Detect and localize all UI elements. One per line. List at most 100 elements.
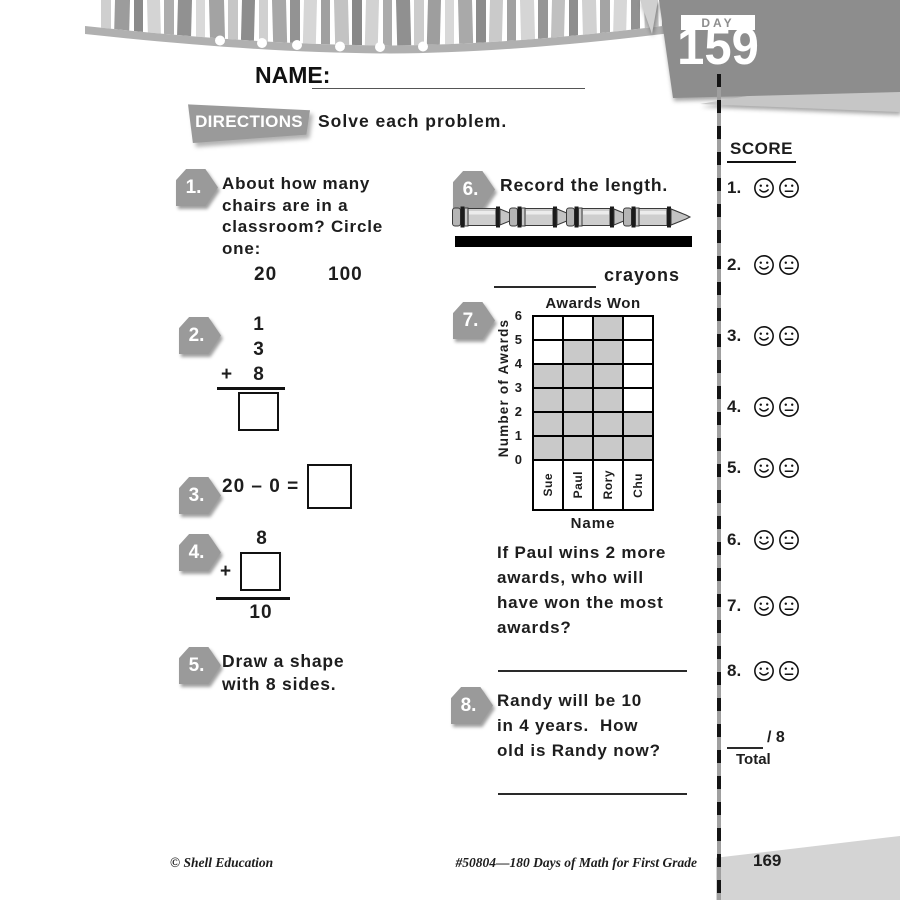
y-tick: 1 — [514, 428, 522, 443]
awards-grid — [532, 315, 654, 461]
problem-2-badge: 2. — [179, 317, 221, 354]
score-row-8: 8. — [727, 660, 800, 682]
happy-face-icon[interactable] — [753, 254, 775, 276]
problem-6-badge: 6. — [453, 171, 495, 208]
problem-3-answer-box[interactable] — [307, 464, 352, 509]
score-row-2: 2. — [727, 254, 800, 276]
directions-text: Solve each problem. — [318, 111, 508, 131]
neutral-face-icon[interactable] — [778, 595, 800, 617]
score-row-6: 6. — [727, 529, 800, 551]
category-cell: Sue — [534, 461, 562, 509]
neutral-face-icon[interactable] — [778, 396, 800, 418]
problem-8-badge: 8. — [451, 687, 493, 724]
grid-cell — [564, 437, 592, 459]
neutral-face-icon[interactable] — [778, 457, 800, 479]
chart-category-row: Sue Paul Rory Chu — [532, 459, 654, 511]
grid-cell — [624, 317, 652, 339]
problem-4-top-number: 8 — [256, 528, 268, 549]
happy-face-icon[interactable] — [753, 529, 775, 551]
grid-cell — [564, 341, 592, 363]
problem-2-addend-3: 8 — [253, 364, 265, 385]
category-cell: Rory — [594, 461, 622, 509]
decorative-stripes-banner — [85, 0, 695, 64]
measured-object-bar — [455, 236, 692, 247]
day-label-box: DAY — [681, 15, 755, 30]
problem-2-sum-line — [217, 387, 285, 390]
neutral-face-icon[interactable] — [778, 254, 800, 276]
grid-cell — [594, 437, 622, 459]
footer-book-title: #50804—180 Days of Math for First Grade — [455, 855, 697, 870]
problem-2-addend-2: 3 — [253, 339, 265, 360]
grid-cell — [534, 437, 562, 459]
grid-cell — [624, 413, 652, 435]
grid-cell — [594, 341, 622, 363]
grid-cell — [564, 413, 592, 435]
name-input-line[interactable] — [312, 64, 585, 89]
problem-2-plus-sign: + — [221, 364, 234, 385]
chart-title: Awards Won — [545, 295, 641, 312]
happy-face-icon[interactable] — [753, 457, 775, 479]
y-tick: 3 — [514, 380, 522, 395]
category-cell: Chu — [624, 461, 652, 509]
grid-cell — [594, 389, 622, 411]
problem-6-answer-line[interactable] — [494, 266, 596, 288]
page-corner-shape — [716, 836, 900, 900]
directions-label: DIRECTIONS — [188, 104, 310, 143]
grid-cell — [534, 317, 562, 339]
problem-3-badge: 3. — [179, 477, 221, 514]
neutral-face-icon[interactable] — [778, 325, 800, 347]
grid-cell — [624, 365, 652, 387]
happy-face-icon[interactable] — [753, 660, 775, 682]
y-tick: 6 — [514, 308, 522, 323]
score-row-5: 5. — [727, 457, 800, 479]
problem-5-text: Draw a shape with 8 sides. — [222, 651, 345, 694]
score-row-3: 3. — [727, 325, 800, 347]
happy-face-icon[interactable] — [753, 396, 775, 418]
problem-6-unit-label: crayons — [604, 265, 681, 285]
score-title: SCORE — [727, 139, 796, 163]
problem-2-answer-box[interactable] — [238, 392, 279, 431]
problem-1-option-20[interactable]: 20 — [254, 264, 278, 285]
grid-cell — [534, 389, 562, 411]
problem-8-text: Randy will be 10 in 4 years. How old is … — [497, 691, 661, 760]
problem-4-plus-sign: + — [220, 561, 233, 582]
grid-cell — [534, 341, 562, 363]
neutral-face-icon[interactable] — [778, 177, 800, 199]
chart-y-ticks: 6 5 4 3 2 1 0 — [500, 308, 524, 467]
problem-4-sum-line — [216, 597, 290, 600]
grid-cell — [564, 389, 592, 411]
grid-cell — [624, 437, 652, 459]
grid-cell — [594, 413, 622, 435]
problem-5-badge: 5. — [179, 647, 221, 684]
score-total-line[interactable] — [727, 727, 763, 749]
problem-4-answer-box[interactable] — [240, 552, 281, 591]
y-tick: 2 — [514, 404, 522, 419]
happy-face-icon[interactable] — [753, 177, 775, 199]
problem-7-answer-line[interactable] — [498, 650, 687, 672]
problem-4-badge: 4. — [179, 534, 221, 571]
score-row-4: 4. — [727, 396, 800, 418]
score-total-label: Total — [736, 751, 771, 768]
grid-cell — [534, 365, 562, 387]
problem-2-addend-1: 1 — [253, 314, 265, 335]
problem-6-text: Record the length. — [500, 175, 669, 195]
grid-cell — [594, 317, 622, 339]
problem-8-answer-line[interactable] — [498, 773, 687, 795]
category-cell: Paul — [564, 461, 592, 509]
grid-cell — [564, 317, 592, 339]
y-tick: 0 — [514, 452, 522, 467]
neutral-face-icon[interactable] — [778, 660, 800, 682]
name-label: NAME: — [255, 62, 331, 88]
dashed-divider — [717, 74, 721, 900]
y-tick: 4 — [514, 356, 522, 371]
happy-face-icon[interactable] — [753, 595, 775, 617]
chart-x-axis-label: Name — [570, 515, 616, 532]
score-row-7: 7. — [727, 595, 800, 617]
problem-1-option-100[interactable]: 100 — [328, 264, 363, 285]
problem-7-question: If Paul wins 2 more awards, who will hav… — [497, 543, 667, 637]
happy-face-icon[interactable] — [753, 325, 775, 347]
grid-cell — [564, 365, 592, 387]
neutral-face-icon[interactable] — [778, 529, 800, 551]
footer-publisher: © Shell Education — [170, 855, 274, 870]
